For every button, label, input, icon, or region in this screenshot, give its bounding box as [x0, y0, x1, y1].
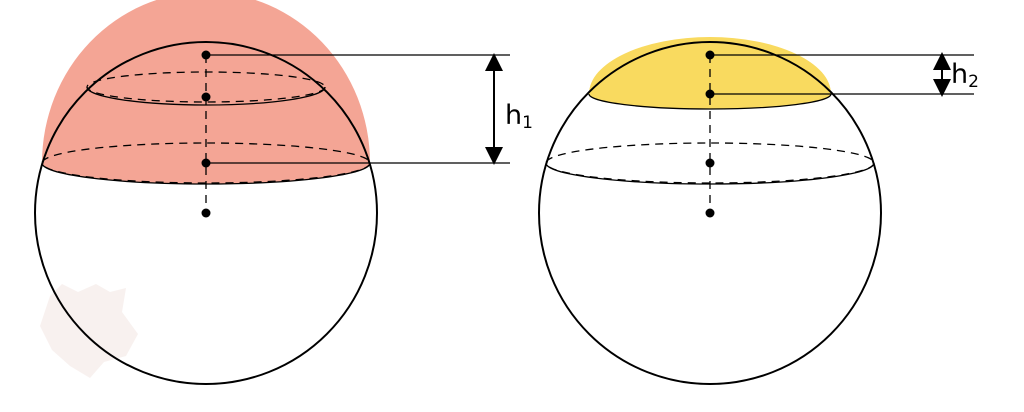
left-sphere-outline [34, 41, 378, 385]
shield-logo-icon [40, 284, 138, 378]
h1-label: h1 [505, 100, 533, 133]
right-sphere-outline [538, 41, 882, 385]
left-cap-fill [42, 0, 370, 184]
left-sphere: h1 [34, 0, 533, 385]
left-cut-center-point [201, 92, 211, 102]
right-sphere: h2 [538, 37, 979, 385]
h2-label: h2 [951, 59, 979, 92]
right-cutting-circle-front [588, 93, 832, 110]
left-sphere-center-point [201, 208, 211, 218]
right-equator-center-point [705, 158, 715, 168]
right-sphere-center-point [705, 208, 715, 218]
